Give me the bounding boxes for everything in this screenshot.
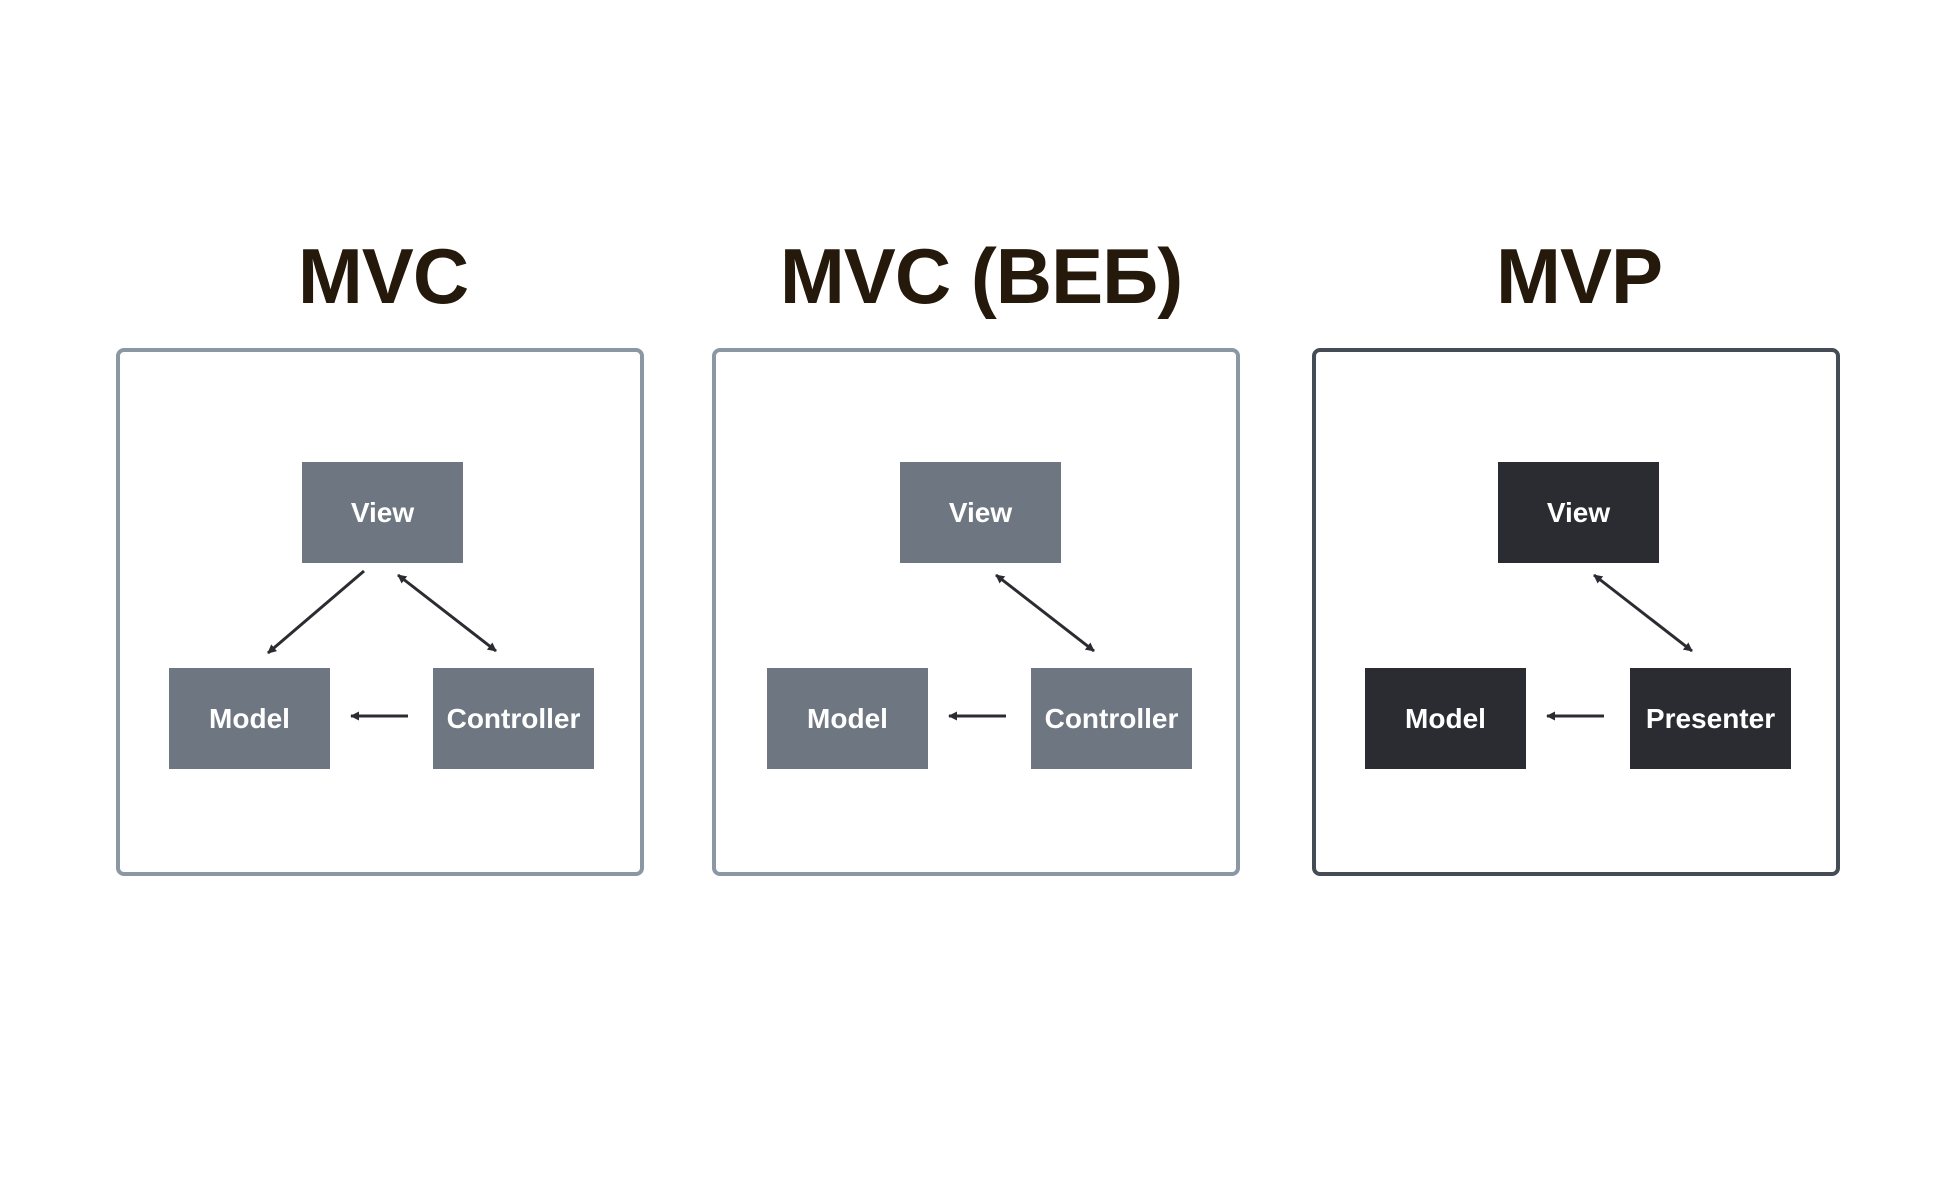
panel-title-mvc-web: MVC (ВЕБ) — [779, 232, 1183, 320]
panel-frame-mvp — [1312, 348, 1840, 876]
panel-frame-mvc — [116, 348, 644, 876]
arrow-view-presenter-mvp — [1593, 573, 1693, 653]
panel-title-mvp: MVP — [1495, 232, 1663, 320]
model-box-mvc-web: Model — [767, 668, 928, 769]
view-box-mvc: View — [302, 462, 463, 563]
controller-box-mvc: Controller — [433, 668, 594, 769]
controller-box-mvc-web: Controller — [1031, 668, 1192, 769]
panel-frame-mvc-web — [712, 348, 1240, 876]
panel-title-mvc: MVC — [297, 232, 469, 320]
arrow-view-controller-mvc-web — [995, 573, 1095, 653]
view-box-mvc-web: View — [900, 462, 1061, 563]
model-box-mvp: Model — [1365, 668, 1526, 769]
view-box-mvp: View — [1498, 462, 1659, 563]
presenter-box-mvp: Presenter — [1630, 668, 1791, 769]
model-box-mvc: Model — [169, 668, 330, 769]
arrow-view-to-model-mvc — [267, 569, 365, 655]
arrow-view-controller-mvc — [397, 573, 497, 653]
